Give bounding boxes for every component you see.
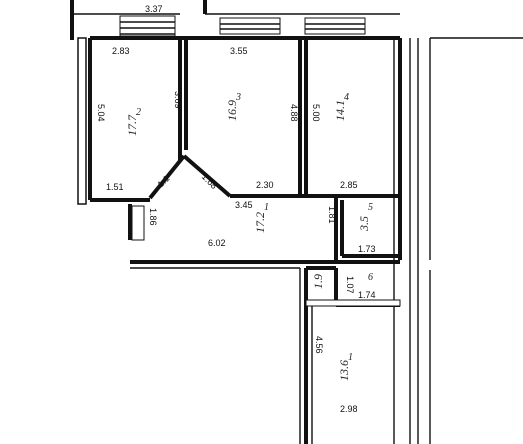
small-rooms: [304, 254, 401, 444]
dim-room6-height: 1.07: [345, 276, 355, 294]
room1-num: 2: [136, 107, 141, 118]
bottom-num: 1: [348, 352, 353, 363]
window-top-right: [304, 17, 366, 35]
dim-room2-left-height: 3.69: [173, 91, 183, 109]
room2-area: 16.9: [225, 100, 239, 121]
window-top-mid: [219, 17, 281, 35]
bottom-area: 13.6: [337, 360, 351, 381]
dim-corridor-right-upper: 2.85: [340, 180, 358, 190]
room-3: [184, 38, 308, 195]
room5-area: 3.5: [357, 216, 371, 232]
dim-corridor-center: 3.45: [235, 200, 253, 210]
dim-room1-height: 5.04: [96, 104, 106, 122]
room5-num: 5: [368, 202, 373, 213]
corridor-area: 17.2: [253, 212, 267, 233]
window-top-left: [119, 15, 176, 37]
dim-corridor-width: 6.02: [208, 238, 226, 248]
dim-corridor-right-vertical: 1.81: [327, 206, 337, 224]
corridor-num: 1: [264, 202, 269, 213]
dim-room2-right-height: 4.88: [289, 104, 299, 122]
room6-area: 1.9: [311, 274, 325, 289]
top-strip-walls: [70, 0, 400, 40]
dim-corridor-diag-right: 1.68: [200, 172, 219, 191]
dim-room5-width: 1.73: [358, 244, 376, 254]
room1-area: 17.7: [125, 114, 139, 136]
room2-num: 3: [235, 92, 241, 103]
dim-bottom-room-height: 4.56: [314, 336, 324, 354]
dim-top-strip: 3.37: [145, 4, 163, 14]
outer-walls: [77, 36, 523, 444]
room-2: [88, 38, 182, 202]
dim-room1-bottom: 1.51: [106, 182, 124, 192]
dim-corridor-left-stub: 1.86: [148, 208, 158, 226]
dim-room6-width: 1.74: [358, 290, 376, 300]
bottom-room: [130, 267, 301, 444]
dim-room1-width: 2.83: [112, 46, 130, 56]
dim-bottom-room-width: 2.98: [340, 404, 358, 414]
dim-corridor-top-right: 2.30: [256, 180, 274, 190]
corridor-walls: [128, 154, 400, 264]
room3-num: 4: [344, 92, 349, 103]
dim-room2-width: 3.55: [230, 46, 248, 56]
room3-area: 14.1: [333, 100, 347, 121]
room6-num: 6: [368, 272, 373, 283]
dim-room3-height: 5.00: [311, 104, 321, 122]
